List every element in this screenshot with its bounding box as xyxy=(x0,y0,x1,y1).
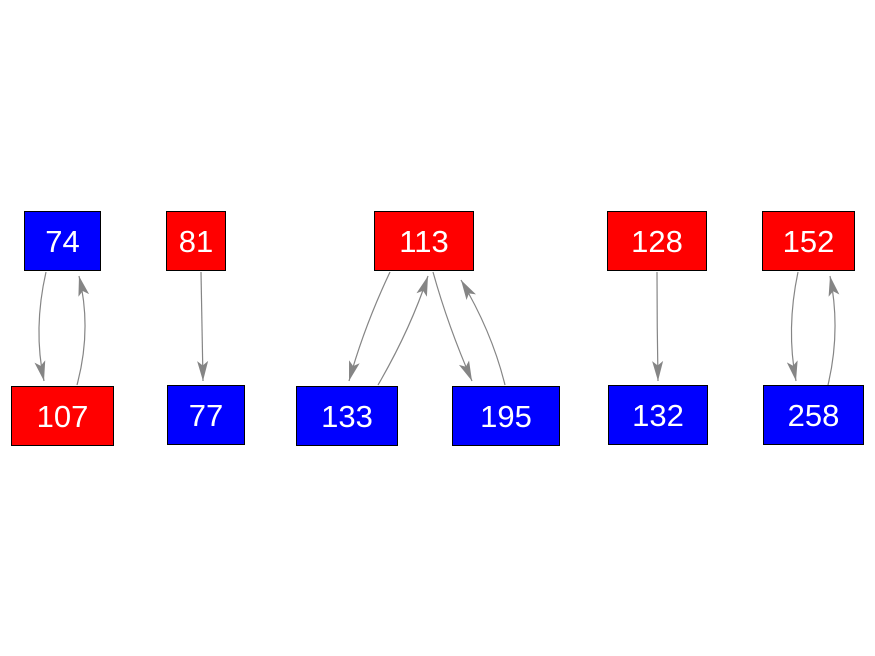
edge-group xyxy=(34,271,840,386)
edge-107-to-74 xyxy=(76,275,90,386)
graph-node-258: 258 xyxy=(763,385,864,445)
edge-74-to-107 xyxy=(34,271,47,382)
edge-258-to-152 xyxy=(827,275,840,386)
node-label: 81 xyxy=(178,223,214,259)
node-label: 133 xyxy=(321,398,373,434)
graph-node-132: 132 xyxy=(608,385,708,445)
edge-128-to-132 xyxy=(652,271,664,382)
edge-152-to-258 xyxy=(786,271,799,382)
graph-node-195: 195 xyxy=(452,386,560,446)
graph-node-107: 107 xyxy=(11,386,114,446)
node-label: 128 xyxy=(631,223,683,259)
edge-133-to-113 xyxy=(377,275,429,386)
node-label: 152 xyxy=(782,223,835,259)
edge-113-to-133 xyxy=(348,271,391,382)
graph-node-128: 128 xyxy=(607,211,707,271)
graph-node-152: 152 xyxy=(762,211,855,271)
node-label: 258 xyxy=(787,397,840,433)
node-label: 74 xyxy=(45,223,80,259)
graph-node-74: 74 xyxy=(24,211,101,271)
node-label: 113 xyxy=(399,223,449,259)
graph-node-77: 77 xyxy=(167,385,245,445)
node-label: 132 xyxy=(632,397,684,433)
graph-node-133: 133 xyxy=(296,386,398,446)
node-label: 195 xyxy=(480,398,532,434)
graph-node-81: 81 xyxy=(166,211,226,271)
edge-113-to-195 xyxy=(432,271,473,382)
edge-195-to-113 xyxy=(460,279,506,386)
graph-node-113: 113 xyxy=(374,211,474,271)
node-label: 107 xyxy=(36,398,89,434)
node-label: 77 xyxy=(188,397,224,433)
edge-81-to-77 xyxy=(197,271,209,382)
